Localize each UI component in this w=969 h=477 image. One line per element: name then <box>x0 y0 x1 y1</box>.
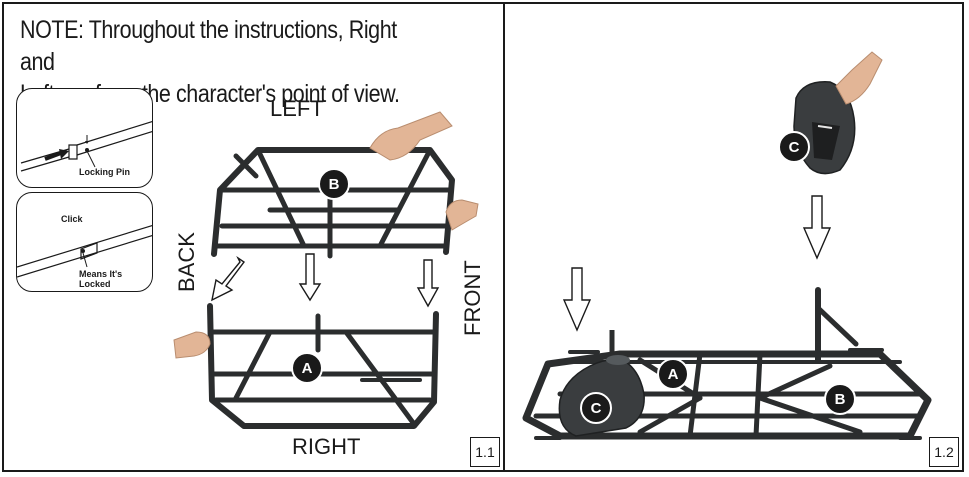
note-line-1: NOTE: Throughout the instructions, Right… <box>20 16 397 76</box>
arrow-down-center-icon <box>298 253 322 302</box>
click-label: Click <box>61 214 83 224</box>
step-number-1-2: 1.2 <box>929 437 959 467</box>
locking-pin-inset: Locking Pin <box>16 88 153 188</box>
hand-bottom-left-icon <box>173 331 211 359</box>
hand-top-icon <box>835 51 883 105</box>
click-locked-inset: Click Means It's Locked <box>16 192 153 292</box>
click-locked-illustration <box>17 224 152 278</box>
label-left: LEFT <box>270 96 324 121</box>
panel-divider <box>503 2 505 472</box>
hand-top-right-icon <box>369 111 453 161</box>
part-b-badge-right: B <box>824 383 856 415</box>
part-a-badge-right: A <box>657 358 689 390</box>
part-c-badge-top: C <box>778 131 810 163</box>
page-frame <box>2 2 964 472</box>
step-number-1-1: 1.1 <box>470 437 500 467</box>
part-c-badge-base: C <box>580 392 612 424</box>
part-a-badge-left: A <box>291 352 323 384</box>
means-locked-label-2: Locked <box>79 279 111 289</box>
right-half-frame <box>207 303 439 429</box>
part-b-badge-left: B <box>318 168 350 200</box>
arrow-down-left-icon-2 <box>562 267 592 332</box>
locking-pin-label: Locking Pin <box>79 167 131 177</box>
hand-right-icon <box>445 199 479 231</box>
means-locked-label-1: Means It's <box>79 269 123 279</box>
arrow-down-top-icon <box>802 195 832 260</box>
arrow-down-right-icon <box>416 259 440 308</box>
label-right: RIGHT <box>292 434 361 459</box>
arrow-down-left-icon <box>211 255 246 302</box>
locking-pin-illustration <box>20 120 152 172</box>
